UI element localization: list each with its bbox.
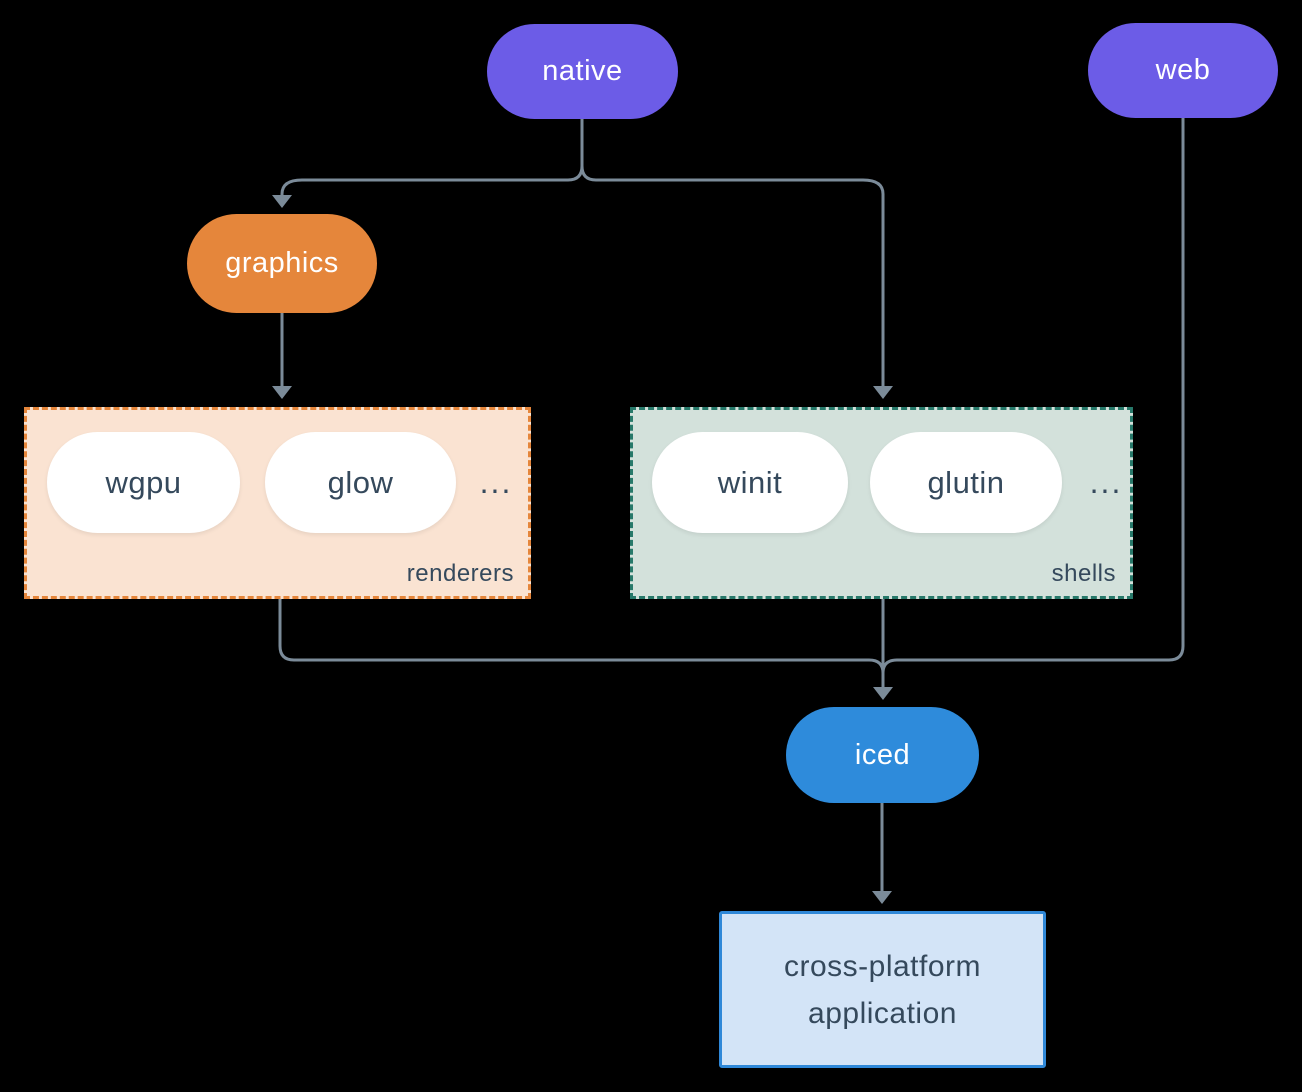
edge-web-to-junction [881, 118, 1185, 674]
arrowhead-into-graphics [272, 195, 292, 208]
renderers-ellipsis: ... [479, 464, 513, 500]
edge-renderers-to-junction [278, 599, 885, 674]
node-wgpu: wgpu [47, 432, 240, 533]
arrowhead-into-app [872, 891, 892, 904]
arrowhead-into-iced [873, 687, 893, 700]
group-shells: winit glutin ... shells [630, 407, 1133, 599]
node-glutin: glutin [870, 432, 1062, 533]
shells-group-label: shells [1051, 560, 1116, 587]
node-iced: iced [786, 707, 979, 803]
node-native: native [487, 24, 678, 119]
group-renderers: wgpu glow ... renderers [24, 407, 531, 599]
node-glow: glow [265, 432, 456, 533]
edge-native-to-shells [580, 119, 885, 386]
node-web: web [1088, 23, 1278, 118]
node-cross-platform-application: cross-platform application [719, 911, 1046, 1068]
arrowhead-into-shells [873, 386, 893, 399]
node-winit: winit [652, 432, 848, 533]
renderers-group-label: renderers [406, 560, 514, 587]
edge-native-to-graphics [280, 119, 584, 195]
arrowhead-into-renderers [272, 386, 292, 399]
node-graphics: graphics [187, 214, 377, 313]
shells-ellipsis: ... [1089, 464, 1123, 500]
